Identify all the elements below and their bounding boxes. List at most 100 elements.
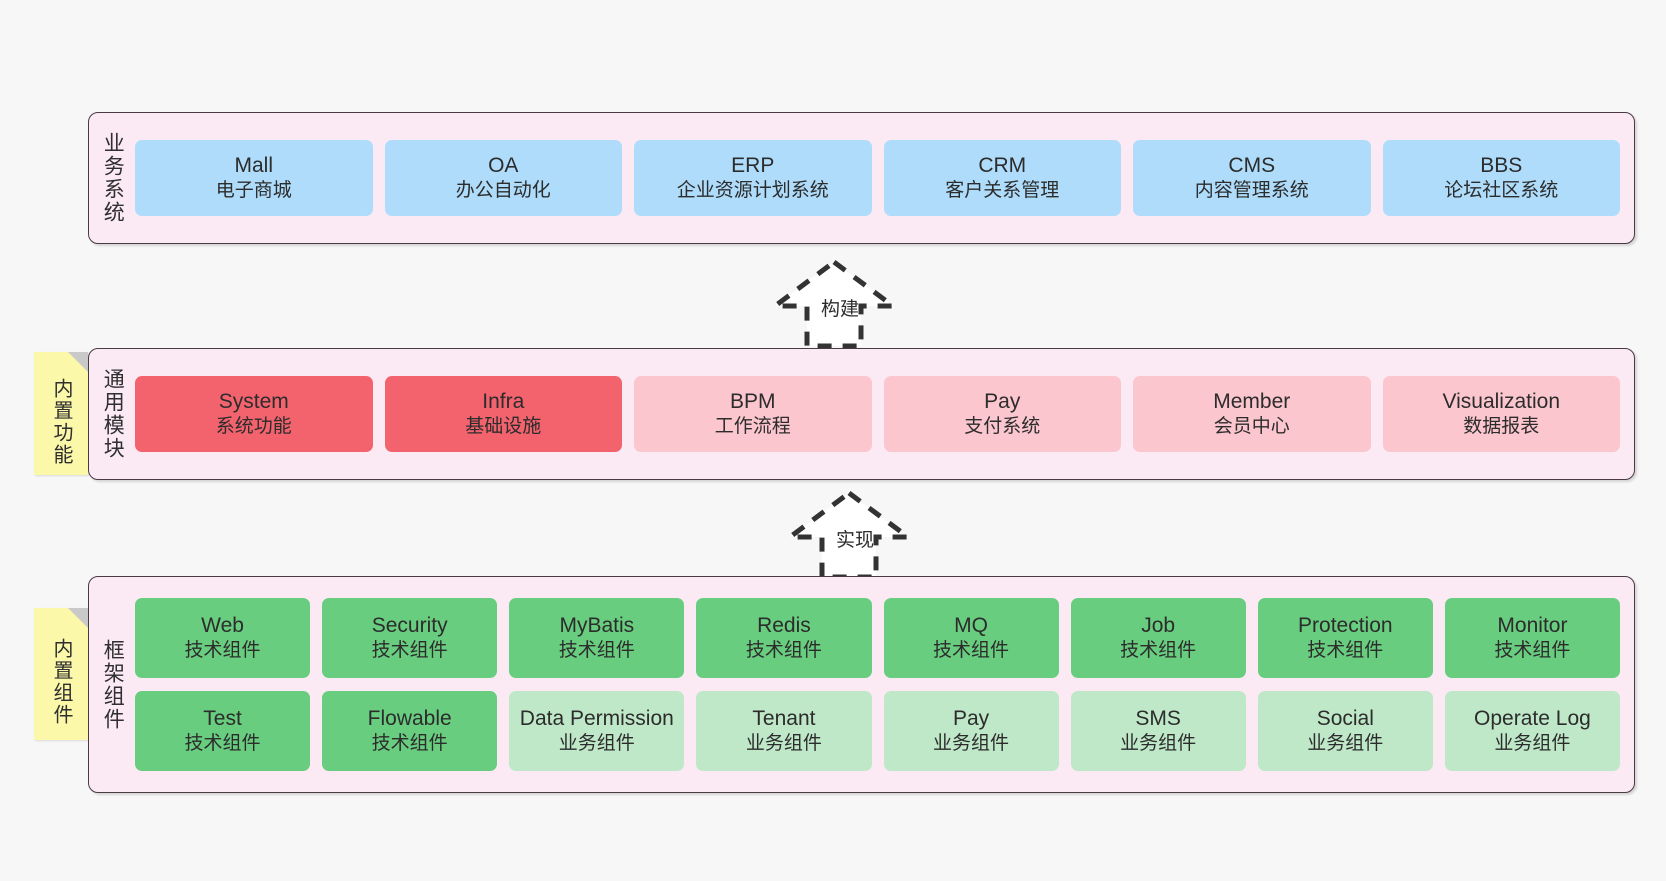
- layer-common-module[interactable]: 通用模块 System 系统功能 Infra 基础设施 BPM 工作流程 Pay: [88, 348, 1635, 480]
- node-flowable-cn: 技术组件: [371, 733, 448, 755]
- node-pay-module[interactable]: Pay 支付系统: [883, 376, 1121, 452]
- layer-framework-title: 框架组件: [101, 638, 125, 731]
- node-crm-cn: 客户关系管理: [945, 180, 1060, 202]
- layer-business-row: Mall 电子商城 OA 办公自动化 ERP 企业资源计划系统 CRM 客户关系…: [135, 140, 1620, 216]
- node-social[interactable]: Social 业务组件: [1257, 691, 1433, 771]
- node-tenant-en: Tenant: [752, 707, 816, 731]
- node-mall-cn: 电子商城: [215, 180, 292, 202]
- dashed-hollow-arrow-up-icon: [782, 489, 916, 580]
- node-visualization[interactable]: Visualization 数据报表: [1382, 376, 1620, 452]
- node-monitor-cn: 技术组件: [1494, 640, 1571, 662]
- node-erp[interactable]: ERP 企业资源计划系统: [634, 140, 872, 216]
- layer-framework-row-tech: Web 技术组件 Security 技术组件 MyBatis 技术组件 Redi…: [135, 598, 1620, 678]
- node-member-cn: 会员中心: [1213, 416, 1290, 438]
- node-test[interactable]: Test 技术组件: [135, 691, 311, 771]
- node-visualization-cn: 数据报表: [1463, 416, 1540, 438]
- node-system-en: System: [218, 390, 289, 414]
- node-social-en: Social: [1316, 707, 1374, 731]
- node-protection[interactable]: Protection 技术组件: [1257, 598, 1433, 678]
- node-data-permission[interactable]: Data Permission 业务组件: [509, 691, 685, 771]
- node-sms[interactable]: SMS 业务组件: [1070, 691, 1246, 771]
- node-redis-en: Redis: [757, 614, 811, 638]
- connector-implement-label: 实现: [836, 530, 875, 551]
- layer-framework-row-business: Test 技术组件 Flowable 技术组件 Data Permission …: [135, 691, 1620, 771]
- node-crm[interactable]: CRM 客户关系管理: [883, 140, 1121, 216]
- layer-business-body: Mall 电子商城 OA 办公自动化 ERP 企业资源计划系统 CRM 客户关系…: [135, 113, 1634, 243]
- node-oa[interactable]: OA 办公自动化: [384, 140, 622, 216]
- node-member[interactable]: Member 会员中心: [1133, 376, 1371, 452]
- node-pay-component-en: Pay: [952, 707, 990, 731]
- sticky-note-builtin-features-label: 内置功能: [50, 377, 72, 466]
- node-web[interactable]: Web 技术组件: [135, 598, 311, 678]
- node-redis-cn: 技术组件: [745, 640, 822, 662]
- node-pay-component[interactable]: Pay 业务组件: [883, 691, 1059, 771]
- node-oa-cn: 办公自动化: [455, 180, 551, 202]
- node-test-cn: 技术组件: [184, 733, 261, 755]
- node-oa-en: OA: [488, 154, 519, 178]
- node-cms-cn: 内容管理系统: [1194, 180, 1309, 202]
- node-mall[interactable]: Mall 电子商城: [135, 140, 373, 216]
- node-protection-en: Protection: [1298, 614, 1393, 638]
- node-operate-log[interactable]: Operate Log 业务组件: [1444, 691, 1620, 771]
- node-sms-cn: 业务组件: [1120, 733, 1197, 755]
- dashed-hollow-arrow-up-icon: [767, 258, 901, 349]
- node-infra[interactable]: Infra 基础设施: [384, 376, 622, 452]
- node-mybatis[interactable]: MyBatis 技术组件: [509, 598, 685, 678]
- node-system[interactable]: System 系统功能: [135, 376, 373, 452]
- node-monitor-en: Monitor: [1497, 614, 1568, 638]
- node-job[interactable]: Job 技术组件: [1070, 598, 1246, 678]
- node-tenant[interactable]: Tenant 业务组件: [696, 691, 872, 771]
- node-pay-component-cn: 业务组件: [933, 733, 1010, 755]
- node-operate-log-cn: 业务组件: [1494, 733, 1571, 755]
- node-erp-cn: 企业资源计划系统: [676, 180, 829, 202]
- layer-framework-body: Web 技术组件 Security 技术组件 MyBatis 技术组件 Redi…: [135, 577, 1634, 792]
- node-bbs-cn: 论坛社区系统: [1444, 180, 1559, 202]
- node-bpm-cn: 工作流程: [714, 416, 791, 438]
- node-test-en: Test: [203, 707, 242, 731]
- node-infra-cn: 基础设施: [465, 416, 542, 438]
- node-social-cn: 业务组件: [1307, 733, 1384, 755]
- node-bpm[interactable]: BPM 工作流程: [634, 376, 872, 452]
- node-visualization-en: Visualization: [1442, 390, 1561, 414]
- sticky-note-builtin-components-label: 内置组件: [50, 638, 72, 726]
- node-mq-en: MQ: [954, 614, 988, 638]
- sticky-note-builtin-components: 内置组件: [34, 608, 88, 740]
- node-mybatis-en: MyBatis: [559, 614, 635, 638]
- node-protection-cn: 技术组件: [1307, 640, 1384, 662]
- layer-framework-component[interactable]: 框架组件 Web 技术组件 Security 技术组件 MyBatis 技术组件…: [88, 576, 1635, 793]
- node-web-cn: 技术组件: [184, 640, 261, 662]
- node-member-en: Member: [1213, 390, 1291, 414]
- node-security[interactable]: Security 技术组件: [322, 598, 498, 678]
- node-flowable[interactable]: Flowable 技术组件: [322, 691, 498, 771]
- node-cms-en: CMS: [1228, 154, 1276, 178]
- node-erp-en: ERP: [731, 154, 775, 178]
- node-pay-module-cn: 支付系统: [964, 416, 1041, 438]
- connector-build-label: 构建: [821, 299, 860, 320]
- sticky-fold-icon: [68, 608, 88, 628]
- node-flowable-en: Flowable: [367, 707, 452, 731]
- node-mybatis-cn: 技术组件: [558, 640, 635, 662]
- node-operate-log-en: Operate Log: [1474, 707, 1591, 731]
- node-data-permission-cn: 业务组件: [558, 733, 635, 755]
- sticky-fold-icon: [68, 352, 88, 372]
- node-web-en: Web: [201, 614, 244, 638]
- node-security-cn: 技术组件: [371, 640, 448, 662]
- node-bbs[interactable]: BBS 论坛社区系统: [1382, 140, 1620, 216]
- node-mq-cn: 技术组件: [933, 640, 1010, 662]
- node-tenant-cn: 业务组件: [745, 733, 822, 755]
- node-mq[interactable]: MQ 技术组件: [883, 598, 1059, 678]
- node-crm-en: CRM: [978, 154, 1027, 178]
- node-security-en: Security: [371, 614, 448, 638]
- node-bbs-en: BBS: [1480, 154, 1523, 178]
- node-cms[interactable]: CMS 内容管理系统: [1133, 140, 1371, 216]
- layer-business-system[interactable]: 业务系统 Mall 电子商城 OA 办公自动化 ERP 企业资源计划系统 CRM: [88, 112, 1635, 244]
- layer-common-row: System 系统功能 Infra 基础设施 BPM 工作流程 Pay 支付系统…: [135, 376, 1620, 452]
- node-system-cn: 系统功能: [215, 416, 292, 438]
- node-bpm-en: BPM: [729, 390, 776, 414]
- layer-common-title: 通用模块: [101, 368, 125, 460]
- node-monitor[interactable]: Monitor 技术组件: [1444, 598, 1620, 678]
- sticky-note-builtin-features: 内置功能: [34, 352, 88, 475]
- node-redis[interactable]: Redis 技术组件: [696, 598, 872, 678]
- node-pay-module-en: Pay: [984, 390, 1021, 414]
